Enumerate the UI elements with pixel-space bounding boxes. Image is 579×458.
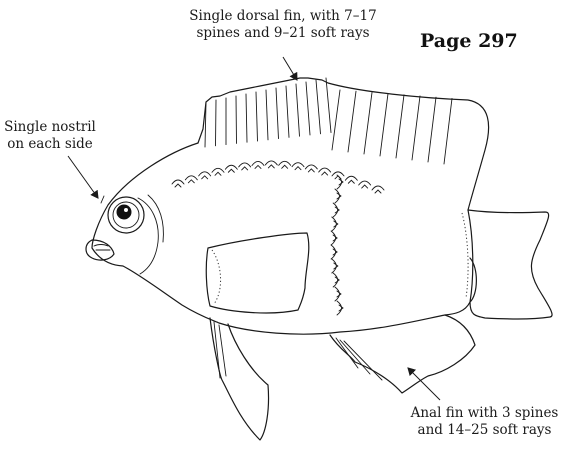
nostril-annotation: Single nostril on each side [0,119,100,153]
dorsal-fin-ray [326,78,331,133]
vertical-scale-row [331,175,343,315]
anal-fin-spine [340,340,370,374]
lateral-scale-mark [175,184,181,187]
caudal-fin [468,210,552,319]
vertical-scale [333,273,338,287]
vertical-scale [332,217,337,231]
dorsal-fin-soft-ray [396,95,404,158]
anal-fin-annotation-line-2: and 14–25 soft rays [392,422,577,439]
dorsal-fin-ray [286,86,289,137]
lateral-scale-mark [268,165,274,168]
lateral-scale-mark [282,165,288,168]
nostril-annotation-line-2: on each side [0,136,100,153]
pectoral-fin-base [212,250,221,304]
lateral-scale-mark [255,165,261,168]
vertical-scale [335,189,340,203]
vertical-scale [331,245,336,259]
lateral-scale-mark [348,180,354,183]
fish-head [86,195,163,274]
dorsal-fin [198,78,489,210]
dorsal-fin-annotation: Single dorsal fin, with 7–17 spines and … [138,8,428,42]
vertical-scale [335,287,340,301]
vertical-scale [332,259,337,273]
dorsal-fin-ray [316,80,321,134]
nostril-annotation-line-1: Single nostril [0,119,100,136]
anal-fin-arrow [408,368,440,400]
dorsal-fin-ray [236,96,237,143]
dorsal-fin-soft-ray [380,94,388,156]
vertical-scale [331,231,336,245]
dorsal-fin-soft-ray [348,91,356,152]
lateral-scale-mark [295,167,301,170]
dorsal-fin-arrow [283,57,297,80]
nostril-arrow [68,156,98,198]
anal-fin-spine [336,338,358,368]
dorsal-fin-ray [266,90,268,140]
dorsal-fin-ray [306,82,310,135]
lateral-scale-mark [202,176,208,179]
lateral-scale-mark [188,180,194,183]
dorsal-fin-annotation-line-1: Single dorsal fin, with 7–17 [138,8,428,25]
fish-body-outline [92,143,476,334]
dorsal-fin-soft-ray [428,97,436,162]
dorsal-fin-soft-ray [364,92,372,154]
lateral-scale-mark [228,169,234,172]
pectoral-fin [206,233,309,313]
dorsal-fin-annotation-line-2: spines and 9–21 soft rays [138,25,428,42]
dorsal-fin-soft-ray [412,96,420,160]
caudal-peduncle-line [462,213,468,298]
lateral-scale-mark [375,190,381,193]
vertical-scale [337,301,342,315]
lateral-scale-mark [362,185,368,188]
dorsal-fin-soft-ray [444,98,452,164]
page-label: Page 297 [420,30,518,52]
lateral-scale-mark [215,172,221,175]
lateral-line-scales [172,161,384,193]
dorsal-fin-ray [216,100,217,146]
dorsal-fin-soft-ray [332,90,340,150]
lateral-scale-mark [308,169,314,172]
vertical-scale [337,175,342,189]
lateral-scale-mark [322,172,328,175]
pelvic-fin [210,318,269,440]
anal-fin [330,315,475,393]
vertical-scale [333,203,338,217]
anal-fin-annotation: Anal fin with 3 spines and 14–25 soft ra… [392,405,577,439]
dorsal-fin-ray [296,84,300,136]
dorsal-fin-ray [256,92,258,141]
lateral-scale-mark [242,167,248,170]
anal-fin-annotation-line-1: Anal fin with 3 spines [392,405,577,422]
anal-fin-spine [344,341,382,380]
dorsal-fin-ray [276,88,279,139]
dorsal-fin-ray [246,94,247,142]
